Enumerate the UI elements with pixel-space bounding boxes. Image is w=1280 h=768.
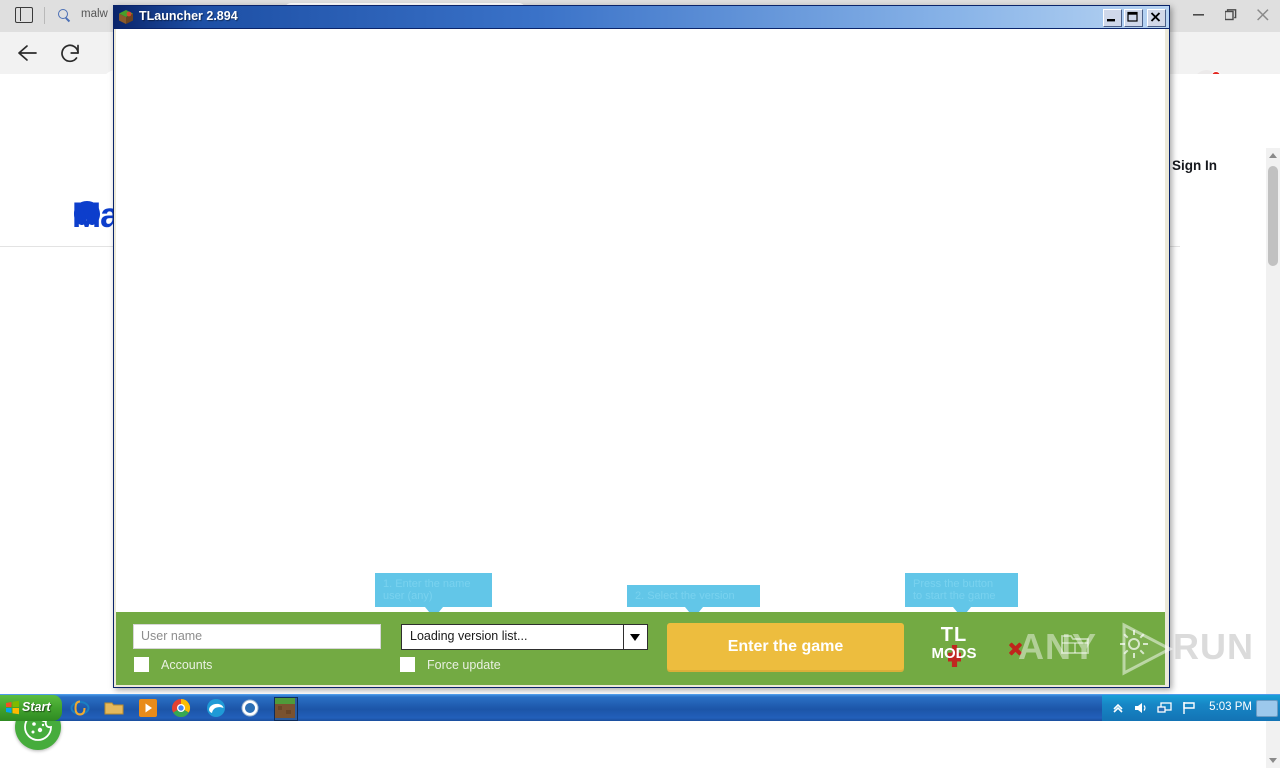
tlauncher-window-controls: [1101, 9, 1166, 27]
malwarebytes-wordmark: Ma: [72, 196, 120, 235]
tlauncher-content-area: [116, 29, 1165, 612]
browser-window-controls: [1183, 0, 1280, 28]
chevron-down-icon[interactable]: [623, 624, 648, 650]
callout-username-line2: user (any): [383, 590, 433, 602]
red-x-icon[interactable]: [1008, 641, 1023, 656]
version-select-value: Loading version list...: [410, 629, 528, 643]
action-flag-icon[interactable]: [1181, 700, 1197, 716]
gear-icon[interactable]: [1118, 628, 1150, 660]
start-label: Start: [22, 700, 51, 714]
sign-in-link[interactable]: Sign In: [1172, 158, 1217, 173]
edge-icon[interactable]: [206, 698, 226, 718]
scroll-down-arrow[interactable]: [1269, 758, 1277, 763]
callout-play-line1: Press the button: [913, 578, 994, 590]
callout-play-line2: to start the game: [913, 590, 996, 602]
tlauncher-close-button[interactable]: [1147, 9, 1166, 27]
callout-version: 2. Select the version: [627, 585, 760, 618]
folder-icon[interactable]: [104, 698, 124, 718]
accounts-label[interactable]: Accounts: [161, 658, 213, 672]
network-icon[interactable]: [1157, 700, 1173, 716]
callout-play: Press the button to start the game: [905, 573, 1018, 618]
tlmods-logo-top: TL: [940, 624, 968, 646]
browser-restore-button[interactable]: [1215, 0, 1247, 28]
system-tray: 5:03 PM: [1102, 695, 1280, 721]
show-desktop-button[interactable]: [1256, 700, 1278, 717]
windows-taskbar: Start 5:03 PM: [0, 694, 1280, 721]
media-player-icon[interactable]: [138, 698, 158, 718]
enter-the-game-label: Enter the game: [727, 638, 844, 655]
tlauncher-title-bar[interactable]: TLauncher 2.894: [114, 6, 1169, 29]
tlauncher-window: TLauncher 2.894 1. Enter the name user (…: [113, 5, 1170, 688]
internet-explorer-icon[interactable]: [70, 698, 90, 718]
version-select[interactable]: Loading version list...: [401, 624, 648, 650]
enter-the-game-button[interactable]: Enter the game: [667, 623, 904, 672]
volume-icon[interactable]: [1133, 700, 1149, 716]
start-button[interactable]: Start: [0, 695, 62, 721]
force-update-checkbox[interactable]: [400, 657, 415, 672]
force-update-label[interactable]: Force update: [427, 658, 501, 672]
tlauncher-maximize-button[interactable]: [1124, 9, 1143, 27]
page-scrollbar[interactable]: [1266, 148, 1280, 768]
taskbar-clock[interactable]: 5:03 PM: [1209, 701, 1252, 713]
accounts-checkbox[interactable]: [134, 657, 149, 672]
browser-minimize-button[interactable]: [1183, 0, 1215, 28]
minecraft-block-icon[interactable]: [274, 697, 298, 721]
malwarebytes-logo-icon: [72, 198, 102, 228]
tab-list-icon[interactable]: [15, 6, 34, 25]
callout-username: 1. Enter the name user (any): [375, 573, 492, 618]
toolbar-divider: [44, 7, 45, 24]
tlmods-logo[interactable]: TL MODS: [930, 625, 978, 673]
sync-icon[interactable]: [240, 698, 260, 718]
callout-version-line1: 2. Select the version: [635, 590, 735, 602]
tlauncher-window-title: TLauncher 2.894: [139, 9, 238, 23]
username-placeholder: User name: [141, 629, 203, 643]
scroll-thumb[interactable]: [1268, 166, 1278, 266]
browser-tab-title[interactable]: malw: [81, 8, 108, 20]
tlauncher-app-icon: [118, 9, 134, 25]
back-button[interactable]: [14, 42, 42, 64]
open-folder-icon[interactable]: [1060, 630, 1090, 656]
scroll-up-arrow[interactable]: [1269, 153, 1277, 158]
browser-close-button[interactable]: [1247, 0, 1279, 28]
tlauncher-minimize-button[interactable]: [1103, 9, 1122, 27]
chrome-icon[interactable]: [171, 698, 191, 718]
show-hidden-icons-icon[interactable]: [1110, 700, 1126, 716]
windows-logo-icon: [5, 700, 20, 715]
callout-username-line1: 1. Enter the name: [383, 578, 471, 590]
tlmods-logo-bottom: MODS: [931, 645, 977, 662]
reload-button[interactable]: [58, 42, 86, 66]
username-input[interactable]: User name: [133, 624, 381, 649]
search-icon: [58, 9, 71, 22]
